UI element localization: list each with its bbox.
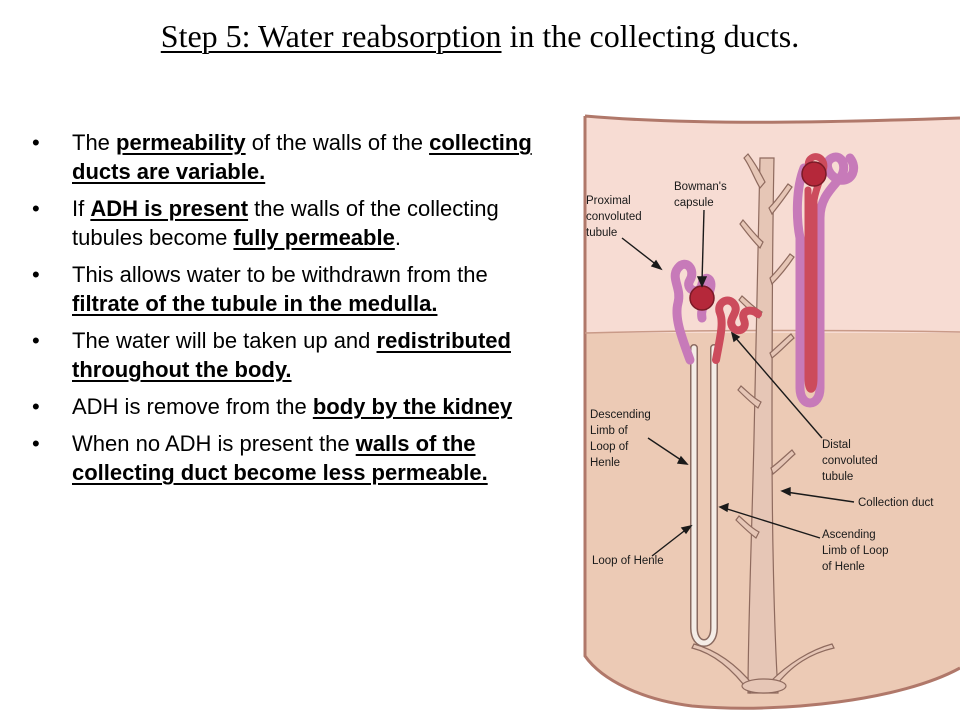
distal-tubule-short	[712, 296, 762, 364]
arrowhead-descending	[676, 455, 689, 465]
bullet-dot: •	[32, 130, 40, 155]
bullet-item: • The permeability of the walls of the co…	[30, 128, 560, 186]
svg-text:Loop of Henle: Loop of Henle	[592, 555, 664, 567]
collecting-duct	[691, 153, 835, 695]
arrow-loop	[651, 527, 689, 557]
arrowhead-distal	[730, 331, 741, 343]
bullet-text: The water will be taken up and	[72, 328, 377, 353]
arrowhead-proximal	[650, 259, 663, 271]
bullet-dot: •	[32, 431, 40, 456]
bullet-key-phrase: body by the kidney	[312, 394, 513, 419]
nephron-diagram: Proximal convoluted tubule Bowman's caps…	[583, 114, 960, 710]
svg-text:Distal: Distal	[822, 439, 851, 451]
bullet-item: • The water will be taken up and redistri…	[30, 326, 560, 384]
svg-text:Loop of: Loop of	[590, 441, 629, 453]
bullet-text: This allows water to be withdrawn from t…	[72, 262, 488, 287]
title-rest: in the collecting ducts.	[501, 18, 800, 54]
svg-text:of Henle: of Henle	[822, 561, 865, 573]
tissue-outline	[583, 114, 960, 710]
slide-title: Step 5: Water reabsorption in the collec…	[0, 14, 960, 58]
arrowhead-ascending	[718, 502, 729, 513]
arrow-collection	[785, 491, 855, 503]
svg-text:tubule: tubule	[822, 471, 853, 483]
bullet-text: .	[394, 225, 401, 250]
svg-text:Descending: Descending	[590, 409, 651, 421]
arrow-bowmans	[701, 209, 705, 283]
label-distal: Distal convoluted tubule	[822, 439, 878, 483]
svg-text:Limb of Loop: Limb of Loop	[822, 545, 889, 557]
title-underlined-part: Step 5: Water reabsorption	[160, 18, 502, 54]
label-descending: Descending Limb of Loop of Henle	[590, 409, 651, 469]
svg-text:Henle: Henle	[590, 457, 620, 469]
bullet-dot: •	[32, 394, 40, 419]
bullet-item: • When no ADH is present the walls of the…	[30, 429, 560, 487]
bullet-key-phrase: collecting ducts are variable.	[72, 130, 532, 184]
arrow-descending	[647, 437, 685, 463]
bullet-text: The	[72, 130, 117, 155]
svg-text:capsule: capsule	[674, 197, 714, 209]
svg-text:Bowman's: Bowman's	[674, 181, 727, 193]
proximal-tubule-long	[792, 152, 859, 408]
arrowhead-bowmans	[696, 276, 708, 288]
arrow-proximal	[621, 237, 659, 267]
bullet-text: When no ADH is present the	[72, 431, 356, 456]
svg-text:Collection duct: Collection duct	[858, 497, 934, 509]
label-collection: Collection duct	[858, 497, 934, 509]
nephron-short	[670, 259, 762, 647]
bullet-dot: •	[32, 328, 40, 353]
bullet-key-phrase: filtrate of the tubule in the medulla.	[72, 291, 438, 316]
bullet-item: • ADH is remove from the body by the kidn…	[30, 392, 560, 421]
bullet-text: the walls of the collecting tubules beco…	[72, 196, 499, 250]
glomerulus-short	[689, 285, 715, 311]
arrow-distal	[733, 335, 823, 439]
label-proximal: Proximal convoluted tubule	[586, 195, 642, 239]
bullet-dot: •	[32, 196, 40, 221]
arrowhead-collection	[780, 486, 791, 497]
svg-text:convoluted: convoluted	[822, 455, 878, 467]
bullet-text: ADH is remove from the	[72, 394, 313, 419]
bullet-text: If	[72, 196, 91, 221]
arrow-ascending	[723, 507, 821, 539]
bullet-list: • The permeability of the walls of the co…	[30, 128, 560, 495]
bullet-item: • This allows water to be withdrawn from …	[30, 260, 560, 318]
svg-text:convoluted: convoluted	[586, 211, 642, 223]
arrowhead-loop	[680, 524, 693, 535]
svg-text:Proximal: Proximal	[586, 195, 631, 207]
bullet-key-phrase: walls of the collecting duct become less…	[72, 431, 488, 485]
glomerulus-long	[801, 161, 827, 187]
svg-text:Ascending: Ascending	[822, 529, 876, 541]
label-loop: Loop of Henle	[592, 555, 664, 567]
bullet-item: • If ADH is present the walls of the coll…	[30, 194, 560, 252]
bullet-text: of the walls of the	[245, 130, 430, 155]
pointer-arrows	[621, 209, 855, 557]
bullet-key-phrase: redistributed throughout the body.	[72, 328, 511, 382]
nephron-long	[792, 152, 859, 408]
label-ascending: Ascending Limb of Loop of Henle	[822, 529, 889, 573]
svg-text:tubule: tubule	[586, 227, 617, 239]
bullet-dot: •	[32, 262, 40, 287]
label-bowmans: Bowman's capsule	[674, 181, 727, 209]
bullet-key-phrase: permeability	[116, 130, 246, 155]
bullet-key-phrase: fully permeable	[233, 225, 395, 250]
bullet-key-phrase: ADH is present	[90, 196, 249, 221]
svg-text:Limb of: Limb of	[590, 425, 629, 437]
